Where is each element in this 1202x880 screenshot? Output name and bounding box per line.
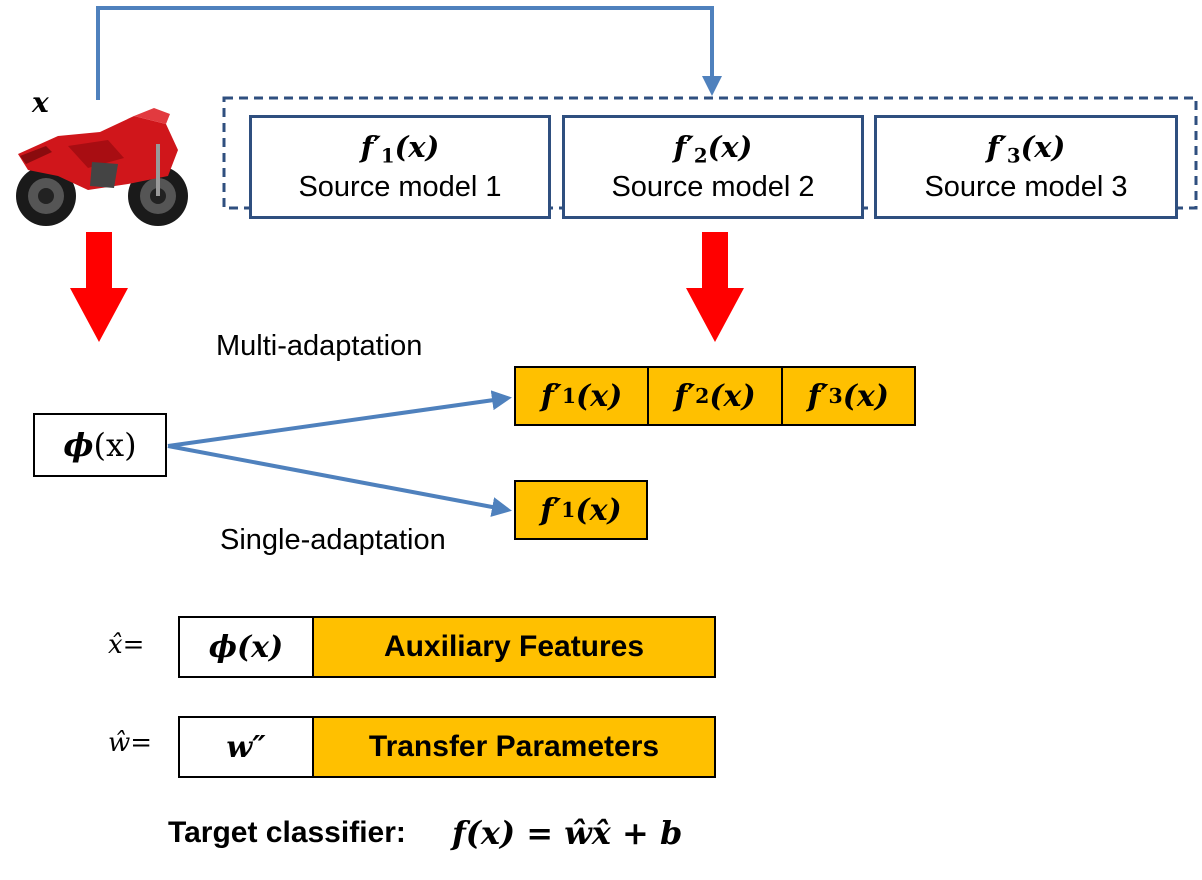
multi-adaptation-output: f′1(x) f′2(x) f′3(x) — [514, 366, 916, 426]
single-adaptation-output: f′1(x) — [514, 480, 648, 540]
x-hat-symbol: x̂= — [108, 630, 145, 660]
multi-output-cell-3: f′3(x) — [782, 368, 914, 424]
input-to-models-connector — [96, 6, 722, 100]
target-classifier-label: Target classifier: — [168, 816, 406, 849]
multi-adaptation-label: Multi-adaptation — [216, 330, 423, 362]
w-hat-w-cell: w″ — [180, 718, 314, 776]
target-classifier-equation: f(x) = ŵx̂ + b — [452, 814, 683, 852]
red-down-arrow-left — [70, 232, 128, 342]
source-model-formula-3: f′3(x) — [986, 129, 1066, 168]
multi-adaptation-arrow — [167, 390, 512, 448]
single-adaptation-arrow — [167, 444, 512, 517]
feature-box: ϕ(x) — [33, 413, 167, 477]
input-symbol: x — [32, 86, 49, 119]
w-hat-vector: w″ Transfer Parameters — [178, 716, 716, 778]
source-model-box-3: f′3(x) Source model 3 — [874, 115, 1178, 219]
source-model-formula-1: f′1(x) — [360, 129, 440, 168]
x-hat-vector: ϕ(x) Auxiliary Features — [178, 616, 716, 678]
multi-output-cell-2: f′2(x) — [649, 368, 783, 424]
source-model-box-1: f′1(x) Source model 1 — [249, 115, 551, 219]
w-hat-symbol: ŵ= — [108, 728, 153, 758]
transfer-parameters-cell: Transfer Parameters — [314, 718, 714, 776]
source-model-box-2: f′2(x) Source model 2 — [562, 115, 864, 219]
source-model-formula-2: f′2(x) — [673, 129, 753, 168]
motorcycle-icon — [16, 108, 188, 226]
red-down-arrow-right — [686, 232, 744, 342]
source-model-label-3: Source model 3 — [924, 171, 1128, 204]
multi-output-cell-1: f′1(x) — [516, 368, 650, 424]
auxiliary-features-cell: Auxiliary Features — [314, 618, 714, 676]
source-model-label-2: Source model 2 — [611, 171, 815, 204]
x-hat-phi-cell: ϕ(x) — [180, 618, 314, 676]
single-adaptation-label: Single-adaptation — [220, 524, 446, 556]
source-model-label-1: Source model 1 — [298, 171, 502, 204]
